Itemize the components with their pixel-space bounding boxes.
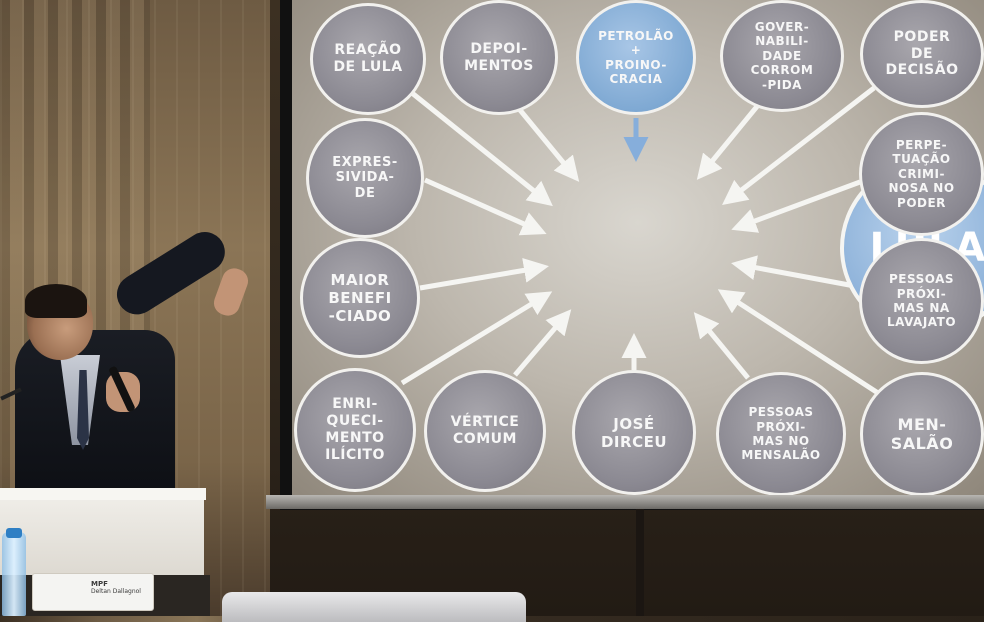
node-label: VÉRTICE COMUM [451,414,520,448]
water-bottle-cap [6,528,22,538]
nameplate-name: Deltan Dallagnol [91,588,153,595]
podium-top [0,488,206,500]
node-jose-dirceu: JOSÉ DIRCEU [572,370,696,495]
node-pessoas-lavajato: PESSOAS PRÓXI- MAS NA LAVAJATO [859,238,984,364]
projector [222,592,526,622]
node-vertice-comum: VÉRTICE COMUM [424,370,546,492]
node-label: ENRI- QUECI- MENTO ILÍCITO [325,396,385,463]
presenter-hair [25,284,87,318]
arrow-vertice [515,313,568,375]
node-reacao-de-lula: REAÇÃO DE LULA [310,3,426,115]
arrow-expressividade [425,180,542,232]
screen-pole [636,509,644,616]
screen-bottom-bar [266,495,984,509]
arrow-pessoas-mensalao [697,316,748,378]
arrow-depoimentos [520,110,576,178]
nameplate: MPF Deltan Dallagnol [32,573,154,611]
node-label: PODER DE DECISÃO [886,29,959,79]
node-label: MAIOR BENEFI -CIADO [328,271,391,325]
node-label: JOSÉ DIRCEU [601,415,667,451]
node-label: GOVER- NABILI- DADE CORROM -PIDA [751,20,814,92]
arrow-perpetuacao [736,182,860,228]
node-expressividade: EXPRES- SIVIDA- DE [306,118,424,238]
node-enriquecimento: ENRI- QUECI- MENTO ILÍCITO [294,368,416,492]
node-mensalao: MEN- SALÃO [860,372,984,495]
arrow-enriquecimento [402,294,548,383]
node-pessoas-mensalao: PESSOAS PRÓXI- MAS NO MENSALÃO [716,372,846,495]
node-poder-de-decisao: PODER DE DECISÃO [860,0,984,108]
node-label: PESSOAS PRÓXI- MAS NO MENSALÃO [741,405,820,463]
node-petrolao-proinocracia: PETROLÃO + PROINO- CRACIA [576,0,696,115]
node-label: PESSOAS PRÓXI- MAS NA LAVAJATO [887,272,956,330]
podium [0,490,204,580]
node-label: PETROLÃO + PROINO- CRACIA [598,29,674,87]
node-governabilidade: GOVER- NABILI- DADE CORROM -PIDA [720,0,844,112]
arrow-maior [420,267,544,288]
node-label: MEN- SALÃO [891,415,954,453]
arrow-governabilidade [700,104,759,176]
node-perpetuacao: PERPE- TUAÇÃO CRIMI- NOSA NO PODER [859,112,984,236]
nameplate-logo: MPF [91,580,153,588]
node-label: EXPRES- SIVIDA- DE [332,155,398,202]
node-label: PERPE- TUAÇÃO CRIMI- NOSA NO PODER [888,138,954,210]
node-label: DEPOI- MENTOS [464,41,534,75]
node-label: REAÇÃO DE LULA [333,42,402,76]
water-bottle [2,532,26,616]
projection-screen: LULA REAÇÃO DE LULA DEPOI- MENTOS PETROL… [292,0,984,495]
node-maior-beneficiado: MAIOR BENEFI -CIADO [300,238,420,358]
node-depoimentos: DEPOI- MENTOS [440,0,558,115]
